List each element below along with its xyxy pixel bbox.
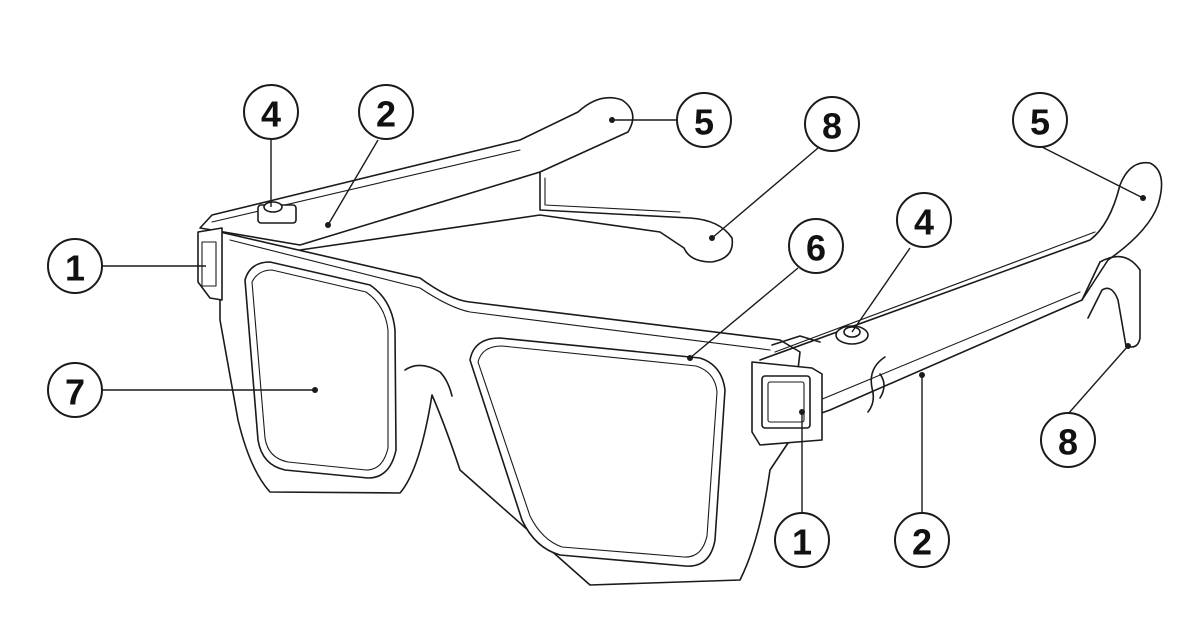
callout-5-right: 5 [1012, 92, 1068, 148]
leader-lines [103, 117, 1146, 512]
callout-label: 1 [65, 248, 85, 289]
left-temple-arm [199, 96, 734, 263]
callout-label: 1 [792, 522, 812, 563]
callout-7: 7 [47, 362, 103, 418]
right-end-piece [751, 361, 823, 446]
callout-label: 2 [376, 94, 396, 135]
callout-label: 6 [806, 228, 826, 269]
left-end-piece [197, 227, 223, 301]
callout-label: 2 [912, 522, 932, 563]
callout-label: 8 [1058, 422, 1078, 463]
callout-label: 8 [822, 106, 842, 147]
callout-5-left: 5 [676, 92, 732, 148]
callout-2-top: 2 [358, 84, 414, 140]
right-lens [469, 337, 726, 567]
front-frame [219, 231, 801, 586]
callout-label: 5 [1030, 102, 1050, 143]
callout-1-bottom: 1 [774, 512, 830, 568]
callout-label: 4 [914, 202, 934, 243]
callout-1-left: 1 [47, 238, 103, 294]
callout-6: 6 [788, 218, 844, 274]
callout-label: 5 [694, 102, 714, 143]
callout-label: 4 [261, 94, 281, 135]
callout-2-bottom: 2 [894, 512, 950, 568]
callout-4-right: 4 [896, 192, 952, 248]
callout-4-left: 4 [243, 84, 299, 140]
callout-label: 7 [65, 372, 85, 413]
right-temple-arm [759, 161, 1163, 436]
callout-8-top: 8 [804, 96, 860, 152]
left-lens [244, 261, 397, 479]
callout-8-bottom: 8 [1040, 412, 1096, 468]
